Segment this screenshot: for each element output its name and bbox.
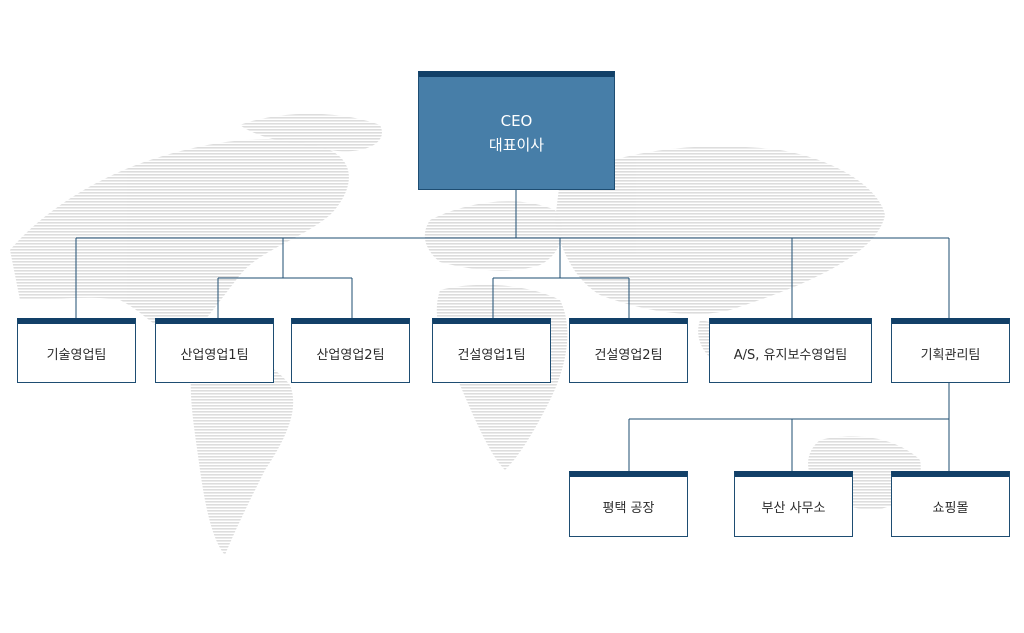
team-box-planning-management: 기획관리팀 bbox=[891, 318, 1010, 383]
team-box-construction-sales-1: 건설영업1팀 bbox=[432, 318, 551, 383]
team-label: 건설영업2팀 bbox=[594, 347, 663, 363]
unit-label: 쇼핑몰 bbox=[932, 501, 969, 516]
team-label: 건설영업1팀 bbox=[457, 347, 526, 363]
team-label: 기획관리팀 bbox=[920, 347, 981, 363]
connector-planning-subs bbox=[628, 382, 950, 471]
team-label: 기술영업팀 bbox=[46, 347, 107, 363]
ceo-box: CEO 대표이사 bbox=[418, 71, 615, 190]
connector-industrial-group bbox=[217, 238, 353, 318]
ceo-subtitle: 대표이사 bbox=[488, 136, 545, 154]
team-box-tech-sales: 기술영업팀 bbox=[17, 318, 136, 383]
connector-construction-group bbox=[492, 238, 630, 318]
team-label: 산업영업2팀 bbox=[316, 347, 385, 363]
unit-box-pyeongtaek-plant: 평택 공장 bbox=[569, 471, 688, 537]
unit-box-busan-office: 부산 사무소 bbox=[734, 471, 853, 537]
team-label: A/S, 유지보수영업팀 bbox=[733, 347, 848, 363]
team-box-as-maintenance-sales: A/S, 유지보수영업팀 bbox=[709, 318, 872, 383]
team-box-industrial-sales-1: 산업영업1팀 bbox=[155, 318, 274, 383]
team-box-industrial-sales-2: 산업영업2팀 bbox=[291, 318, 410, 383]
team-box-construction-sales-2: 건설영업2팀 bbox=[569, 318, 688, 383]
ceo-title: CEO bbox=[500, 112, 533, 130]
team-label: 산업영업1팀 bbox=[180, 347, 249, 363]
unit-box-shopping-mall: 쇼핑몰 bbox=[891, 471, 1010, 537]
unit-label: 평택 공장 bbox=[602, 501, 655, 516]
unit-label: 부산 사무소 bbox=[761, 501, 826, 516]
